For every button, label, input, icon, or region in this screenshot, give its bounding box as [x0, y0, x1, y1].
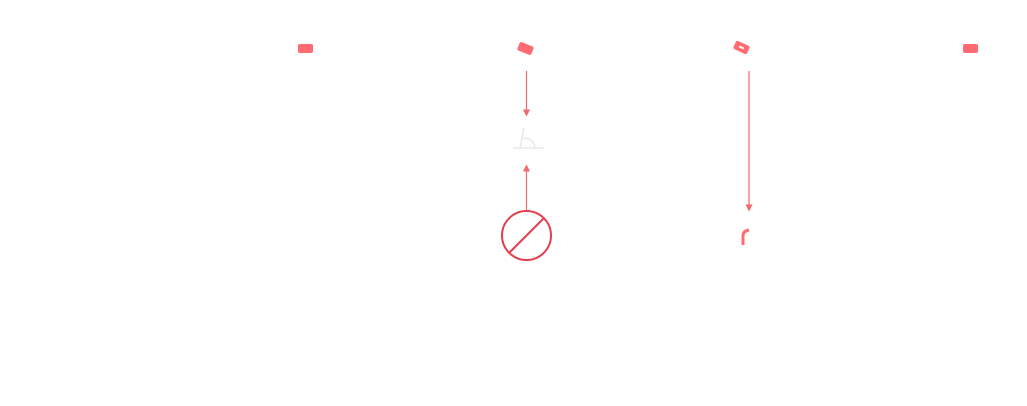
rectangle-marker-1	[298, 44, 313, 53]
rectangle-marker-2	[517, 42, 534, 55]
rectangle-marker-4	[963, 44, 978, 53]
angle-icon	[513, 127, 544, 149]
hook-icon	[741, 228, 750, 245]
rectangle-marker-3	[733, 40, 750, 55]
prohibited-icon	[501, 210, 552, 261]
